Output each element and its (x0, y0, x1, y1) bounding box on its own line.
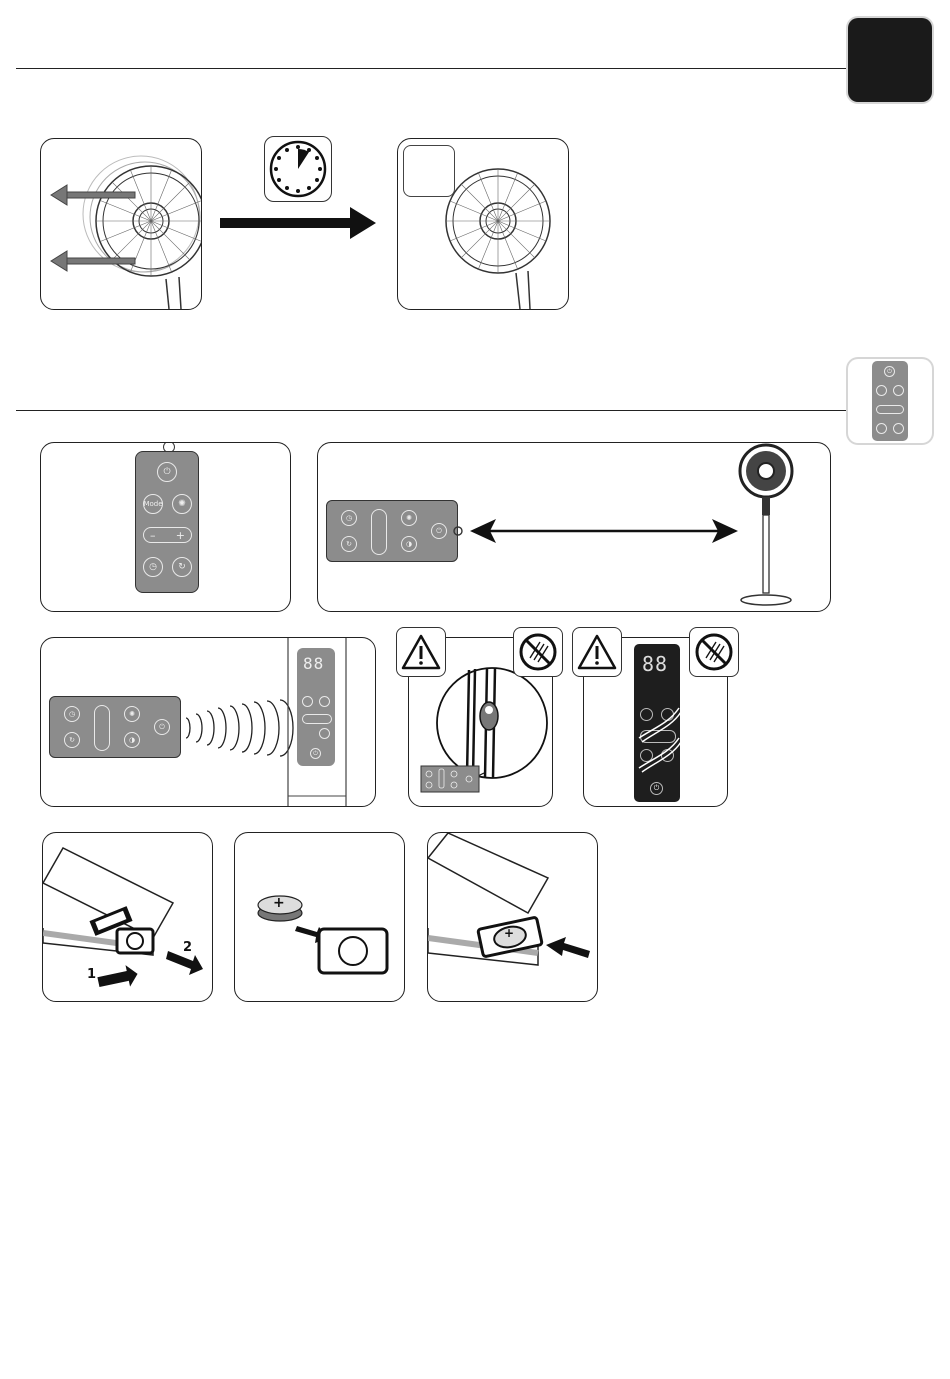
no-chemicals-icon-2 (689, 627, 739, 677)
section-tab-dark (848, 18, 932, 102)
remote-tab-icon: ⏻ (872, 361, 908, 441)
step-1-label: 1 (87, 967, 96, 982)
standing-fan-icon (740, 445, 792, 605)
double-arrow (470, 519, 738, 543)
timer-clock-box (264, 136, 332, 202)
battery-tray-insert-illustration (428, 833, 597, 1001)
airflow-arrows (51, 185, 135, 271)
speed-button[interactable]: ✺ (172, 494, 192, 514)
oscillation-button[interactable]: ↻ (172, 557, 192, 577)
battery-plus-sign: + (273, 895, 285, 911)
clock-icon (265, 137, 331, 201)
battery-tray-remove-illustration (43, 833, 212, 1001)
step-2-label: 2 (183, 940, 192, 955)
no-chemicals-icon (513, 627, 563, 677)
mode-button-label: Mode (143, 500, 162, 508)
fan-stopped-panel (397, 138, 569, 310)
remote-section-tab: ⏻ (848, 359, 932, 443)
power-button[interactable]: ⏻ (157, 462, 177, 482)
minus-sign: – (150, 529, 156, 542)
battery-tray-remove-panel: 1 2 (42, 832, 213, 1002)
oscillating-fan-illustration (41, 139, 201, 309)
range-illustration (318, 443, 830, 611)
warning-triangle-icon-2 (572, 627, 622, 677)
mode-button[interactable]: Mode (143, 494, 163, 514)
timer-button[interactable]: ◷ (143, 557, 163, 577)
battery-insert-panel: + (234, 832, 405, 1002)
top-divider (16, 68, 846, 69)
fan-control-display: 88 ⏻ (297, 648, 335, 766)
battery-tray-insert-panel: + (427, 832, 598, 1002)
remote-range-panel: ◷ ↻ ✺ ◑ ⏻ (317, 442, 831, 612)
remote-control-body: ⏻ Mode ✺ – + ◷ ↻ (135, 451, 199, 593)
inserted-battery-plus: + (504, 926, 514, 940)
fan-oscillating-panel (40, 138, 202, 310)
plus-sign: + (176, 529, 185, 542)
battery-tray (117, 929, 153, 953)
blank-indicator-box (403, 145, 455, 197)
middle-divider (16, 410, 846, 411)
remote-front-panel: ⏻ Mode ✺ – + ◷ ↻ (40, 442, 291, 612)
warning-triangle-icon (396, 627, 446, 677)
battery-insert-illustration (235, 833, 404, 1001)
display-digits: 88 (303, 654, 324, 673)
big-right-arrow (218, 205, 378, 241)
plus-minus-rocker[interactable]: – + (143, 527, 192, 543)
remote-signal-panel: ◷ ↻ ✺ ◑ ⏻ 88 ⏻ (40, 637, 376, 807)
